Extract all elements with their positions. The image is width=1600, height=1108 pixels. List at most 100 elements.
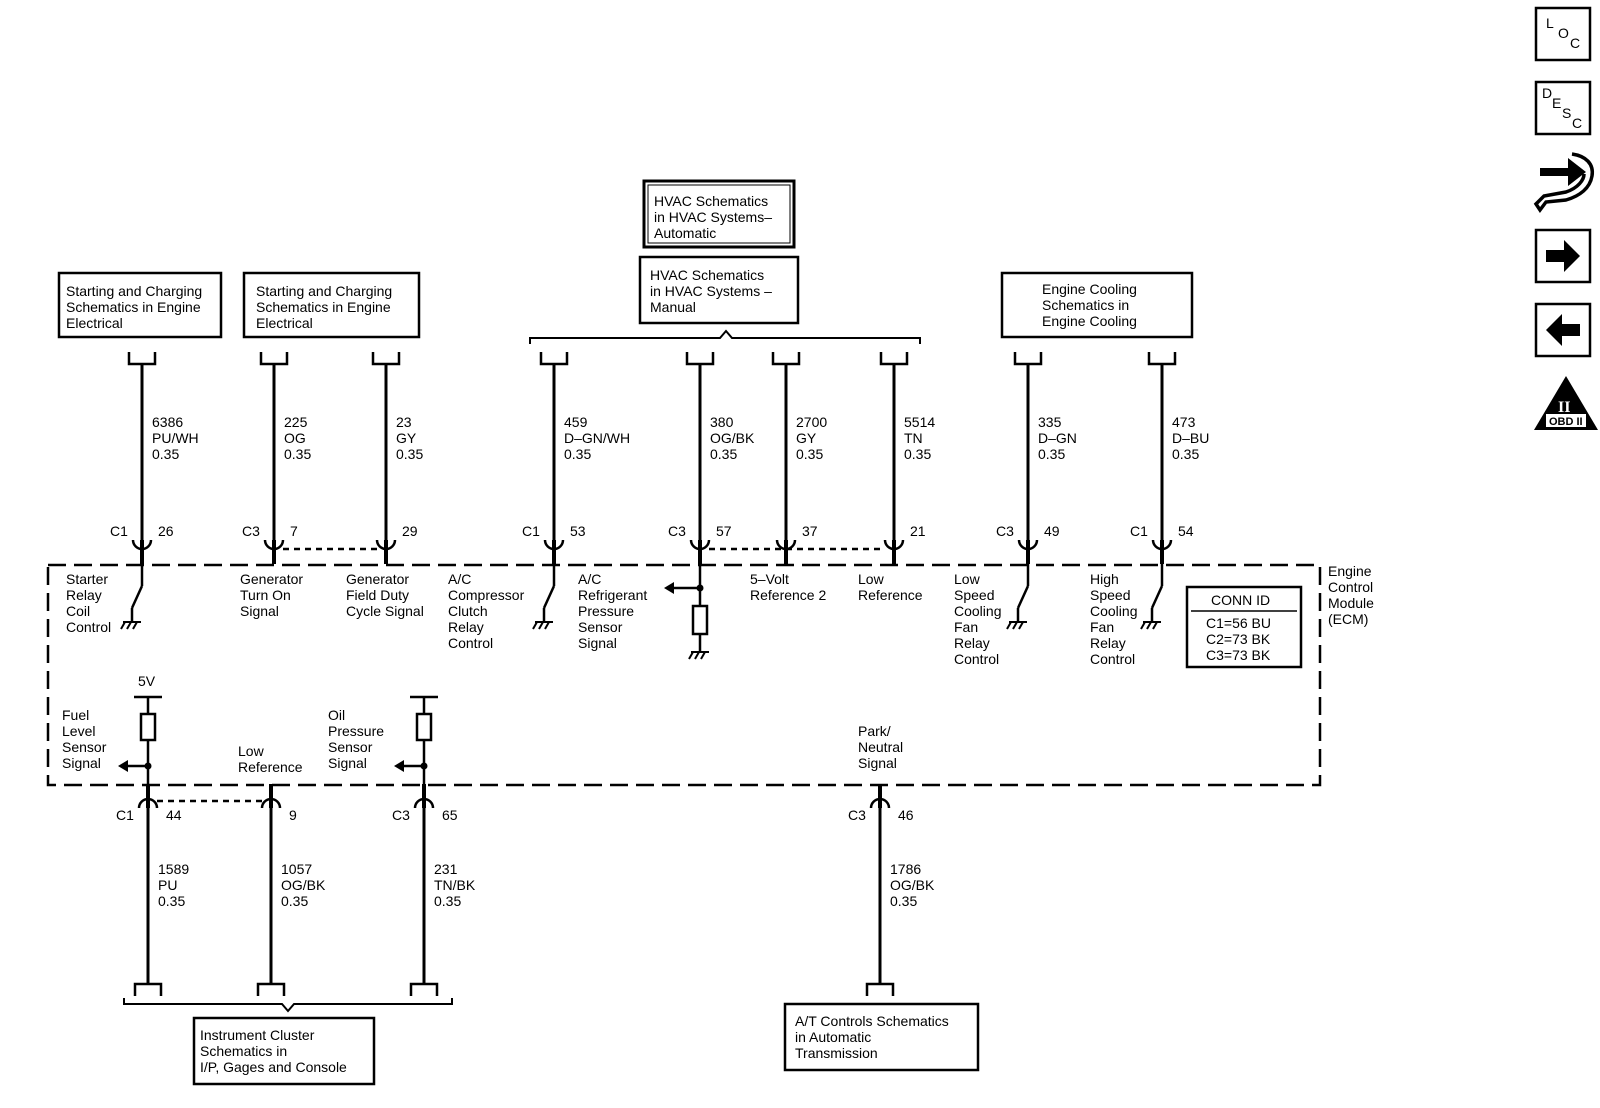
svg-text:(ECM): (ECM) xyxy=(1328,611,1368,627)
next-page-button[interactable] xyxy=(1534,228,1592,284)
svg-text:Starting and Charging: Starting and Charging xyxy=(256,283,392,299)
circuit-label: Refrigerant xyxy=(578,587,647,603)
desc-button[interactable]: D E S C xyxy=(1534,80,1592,136)
signal-arrow-icon xyxy=(118,760,128,772)
wire-size: 0.35 xyxy=(152,446,179,462)
circuit-label: Starter xyxy=(66,571,108,587)
obd-roman-numeral: II xyxy=(1558,399,1570,416)
ground-hatch xyxy=(132,621,138,630)
box-hvac-automatic[interactable]: HVAC Schematics in HVAC Systems– Automat… xyxy=(642,179,796,249)
loc-button[interactable]: L O C xyxy=(1534,6,1592,62)
terminal xyxy=(685,352,715,366)
wire-circuit-number: 380 xyxy=(710,414,734,430)
circuit-label: A/C xyxy=(578,571,601,587)
box-starting-charging-1[interactable]: Starting and Charging Schematics in Engi… xyxy=(57,271,223,339)
wire-color: TN xyxy=(904,430,923,446)
wire-color: OG/BK xyxy=(890,877,935,893)
svg-text:Module: Module xyxy=(1328,595,1374,611)
ground-hatch xyxy=(126,621,132,630)
circuit-label: Speed xyxy=(1090,587,1130,603)
wire-size: 0.35 xyxy=(904,446,931,462)
desc-letter-c: C xyxy=(1572,115,1582,131)
svg-text:Transmission: Transmission xyxy=(795,1045,878,1061)
circuit-label: A/C xyxy=(448,571,471,587)
wire-size: 0.35 xyxy=(434,893,461,909)
svg-text:Schematics in: Schematics in xyxy=(200,1043,287,1059)
instrument-cluster-brace xyxy=(123,998,453,1013)
terminal xyxy=(127,352,157,366)
circuit-label: Reference 2 xyxy=(750,587,826,603)
signal-arrow-icon xyxy=(394,760,404,772)
terminal xyxy=(409,982,439,996)
circuit-label: Park/ xyxy=(858,723,891,739)
circuit-label: Sensor xyxy=(578,619,623,635)
wire-color: GY xyxy=(796,430,817,446)
ground-hatch xyxy=(544,621,550,630)
circuit-label: Signal xyxy=(328,755,367,771)
switch-blade xyxy=(130,585,144,609)
pin-number: 44 xyxy=(166,807,182,823)
connector-id: C3 xyxy=(242,523,260,539)
desc-letter-e: E xyxy=(1552,95,1561,111)
circuit-label: Signal xyxy=(240,603,279,619)
svg-text:Engine: Engine xyxy=(1328,563,1372,579)
wire-size: 0.35 xyxy=(796,446,823,462)
circuit-label: Level xyxy=(62,723,95,739)
box-engine-cooling[interactable]: Engine Cooling Schematics in Engine Cool… xyxy=(1000,271,1194,339)
circuit-label: Low xyxy=(238,743,265,759)
circuit-label: 5–Volt xyxy=(750,571,789,587)
circuit-label: Control xyxy=(1090,651,1135,667)
wire-circuit-number: 23 xyxy=(396,414,412,430)
pin-number: 26 xyxy=(158,523,174,539)
wire-circuit-number: 1057 xyxy=(281,861,312,877)
conn-id-box: CONN ID C1=56 BU C2=73 BK C3=73 BK xyxy=(1185,585,1303,669)
ground-hatch xyxy=(1152,621,1158,630)
box-instrument-cluster[interactable]: Instrument Cluster Schematics in I/P, Ga… xyxy=(192,1016,376,1086)
ground-hatch xyxy=(1146,621,1152,630)
connector-id: C1 xyxy=(110,523,128,539)
svg-text:HVAC Schematics: HVAC Schematics xyxy=(650,267,764,283)
terminal xyxy=(1013,352,1043,366)
circuit-label: High xyxy=(1090,571,1119,587)
connector-tool-icon[interactable] xyxy=(1533,152,1595,214)
pin-number: 29 xyxy=(402,523,418,539)
box-starting-charging-2[interactable]: Starting and Charging Schematics in Engi… xyxy=(242,271,421,339)
circuit-label: Fan xyxy=(1090,619,1114,635)
wire-color: GY xyxy=(396,430,417,446)
wire-circuit-number: 225 xyxy=(284,414,308,430)
terminal xyxy=(539,352,569,366)
pin-number: 46 xyxy=(898,807,914,823)
pin-number: 57 xyxy=(716,523,732,539)
ground-hatch xyxy=(1018,621,1024,630)
circuit-label: Sensor xyxy=(62,739,107,755)
circuit-label: Reference xyxy=(858,587,923,603)
fuel-level-pullup xyxy=(118,695,162,784)
connector-id: C3 xyxy=(392,807,410,823)
box-hvac-manual[interactable]: HVAC Schematics in HVAC Systems – Manual xyxy=(638,255,800,325)
terminal xyxy=(865,982,895,996)
svg-text:C1=56 BU: C1=56 BU xyxy=(1206,615,1271,631)
conn-id-title: CONN ID xyxy=(1211,592,1270,608)
connector-id: C3 xyxy=(668,523,686,539)
wire-color: OG/BK xyxy=(281,877,326,893)
circuit-label: Generator xyxy=(346,571,409,587)
connector-id: C3 xyxy=(996,523,1014,539)
obd-ii-icon[interactable]: II OBD II xyxy=(1534,376,1598,430)
previous-page-button[interactable] xyxy=(1534,302,1592,358)
wire-color: D–BU xyxy=(1172,430,1209,446)
circuit-label: Field Duty xyxy=(346,587,409,603)
box-at-controls[interactable]: A/T Controls Schematics in Automatic Tra… xyxy=(783,1002,980,1072)
ground-hatch xyxy=(1006,621,1012,630)
circuit-label: Control xyxy=(448,635,493,651)
ground-hatch xyxy=(1140,621,1146,630)
wire-size: 0.35 xyxy=(1038,446,1065,462)
ground-hatch xyxy=(694,651,700,660)
